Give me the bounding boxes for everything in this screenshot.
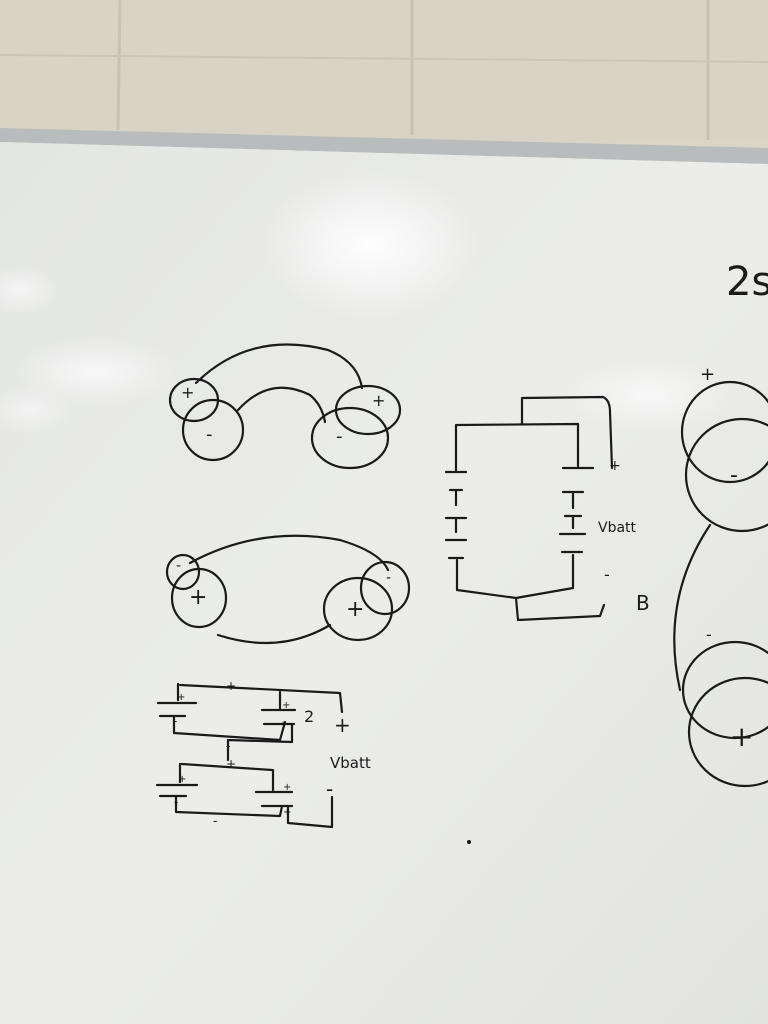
label-plus: + — [181, 383, 194, 402]
label-minus: - — [174, 795, 178, 809]
label-minus: - — [336, 426, 343, 447]
label-plus: + — [730, 720, 753, 753]
board-frame-top — [0, 128, 768, 164]
label-minus: - — [326, 777, 333, 801]
block-wall — [0, 0, 768, 140]
ink-dot — [467, 840, 471, 844]
drawing-battery-pair-middle: - + - + — [165, 534, 411, 645]
label-minus: - — [213, 814, 217, 828]
label-vbatt-right: Vbatt — [598, 520, 637, 536]
label-plus: + — [226, 757, 236, 771]
label-plus: + — [700, 364, 715, 385]
light-glare — [0, 170, 735, 435]
label-b: B — [636, 591, 650, 615]
label-minus: - — [282, 717, 286, 728]
label-top-right-fragment: 2s — [726, 259, 768, 305]
label-plus: + — [334, 713, 351, 737]
drawing-battery-pair-top: + - + - — [168, 343, 402, 470]
label-minus: - — [206, 424, 213, 445]
label-minus: - — [604, 565, 610, 584]
label-plus: + — [189, 585, 207, 610]
label-plus: + — [283, 807, 291, 818]
label-minus: - — [706, 625, 712, 644]
label-minus: - — [386, 570, 391, 586]
drawing-battery-stack-right: 2s + - - + — [673, 259, 768, 788]
label-minus: - — [226, 739, 230, 753]
whiteboard-surface — [0, 142, 768, 1024]
label-plus: + — [346, 597, 364, 622]
drawing-circuit-two-rows: + + - + - 2 - + + - + + - + Vbatt - — [155, 679, 371, 829]
drawing-circuit-vbatt: + - Vbatt B — [444, 395, 650, 622]
label-plus: + — [609, 458, 621, 474]
label-vbatt-left: Vbatt — [330, 754, 371, 772]
label-minus: - — [176, 558, 181, 574]
label-two: 2 — [304, 707, 314, 726]
label-plus: + — [372, 391, 385, 410]
label-minus: - — [730, 463, 738, 488]
label-minus: - — [173, 714, 177, 728]
label-plus: + — [282, 700, 290, 711]
label-plus: + — [283, 782, 291, 793]
label-plus: + — [177, 692, 185, 703]
label-plus: + — [178, 774, 186, 785]
label-plus: + — [226, 679, 236, 693]
